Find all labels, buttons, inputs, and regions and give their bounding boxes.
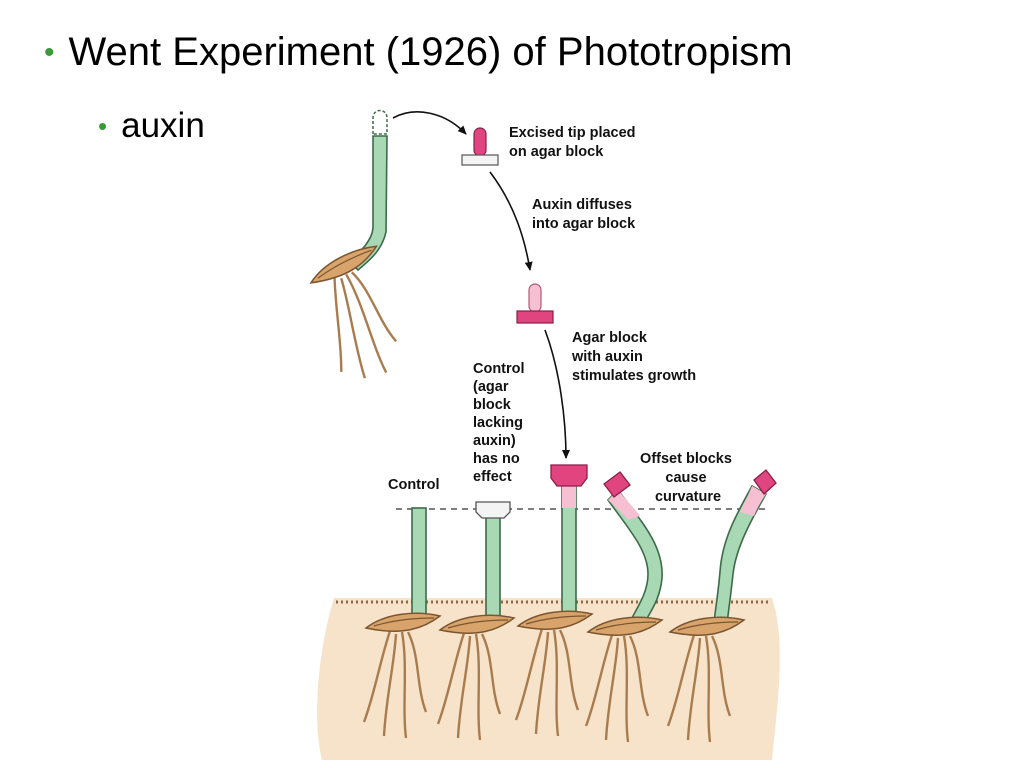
arrow-agar-to-stem: [544, 329, 570, 459]
bullet-dot: •: [44, 35, 55, 69]
agar-block-with-auxin: [516, 283, 554, 324]
excised-tip-outline: [372, 109, 388, 135]
sub-bullet: • auxin: [98, 106, 205, 146]
seedling-offset-left: [584, 471, 664, 744]
arrow-tip-to-agar: [392, 111, 467, 135]
label-excised-tip: Excised tip placed on agar block: [509, 125, 640, 160]
label-auxin-diffuses: Auxin diffuses into agar block: [532, 197, 636, 232]
seedling-auxin-agar: [514, 464, 594, 738]
seedling-excised: [302, 109, 420, 389]
label-agar-block: Agar block with auxin stimulates growth: [571, 330, 696, 384]
label-offset-blocks: Offset blocks cause curvature: [640, 451, 736, 505]
label-control: Control: [388, 477, 440, 493]
title-bullet: • Went Experiment (1926) of Phototropism: [44, 30, 793, 75]
sub-bullet-text: auxin: [121, 106, 205, 145]
seedling-control: [362, 507, 442, 740]
soil-area: [317, 598, 780, 760]
slide-title: Went Experiment (1926) of Phototropism: [68, 30, 793, 74]
seedling-offset-right: [666, 469, 777, 744]
label-control-note: Control (agar block lacking auxin) has n…: [473, 361, 529, 485]
arrow-diffuse: [489, 171, 533, 271]
tip-on-agar-block: [461, 127, 499, 166]
bullet-dot: •: [98, 110, 108, 141]
seedling-plain-agar: [436, 501, 516, 742]
